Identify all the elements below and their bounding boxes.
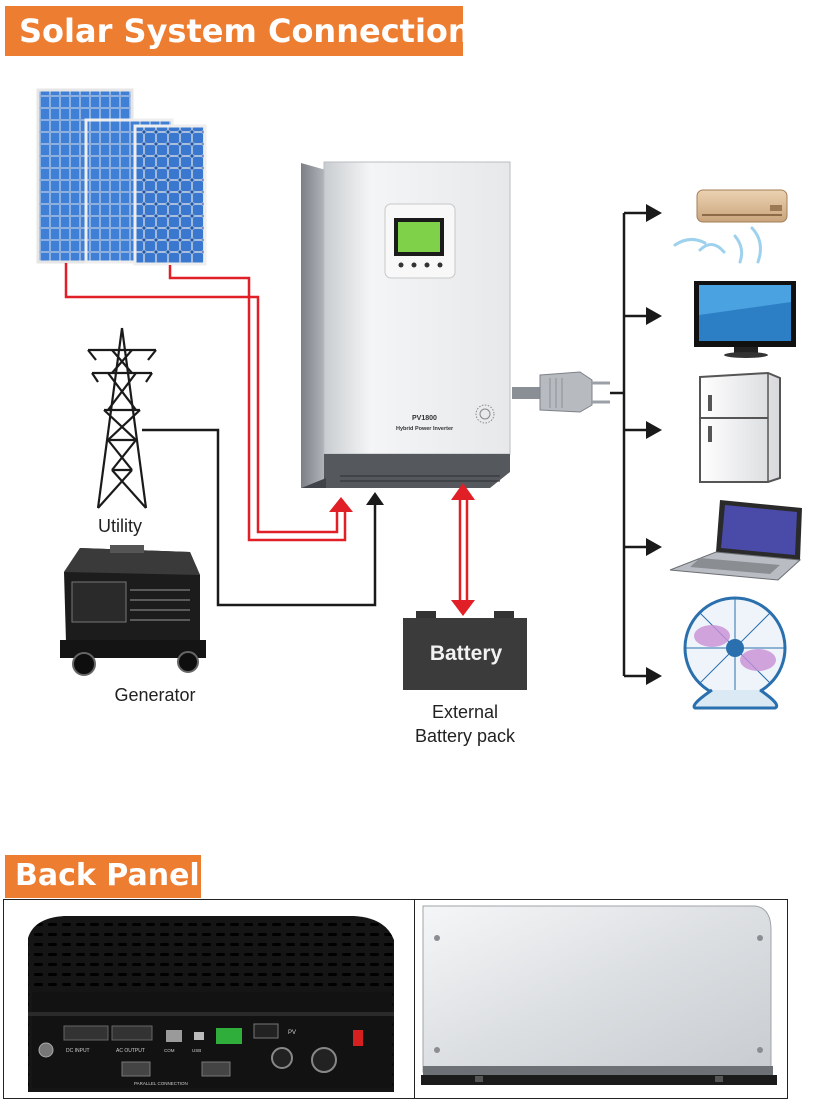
inverter-logo-icon (475, 404, 495, 424)
section-title-solar-system: Solar System Connection (5, 6, 471, 56)
utility-label: Utility (98, 516, 142, 536)
parallel-connection-label: PARALLEL CONNECTION (134, 1081, 188, 1086)
fan-icon (683, 596, 787, 710)
back-panel-photo: DC INPUT AC OUTPUT PARALLEL CONNECTION P… (3, 899, 415, 1099)
solar-panel (133, 124, 207, 266)
hybrid-inverter: PV1800 Hybrid Power Inverter (301, 161, 511, 488)
back-panel-rear-view: DC INPUT AC OUTPUT PARALLEL CONNECTION P… (4, 900, 414, 1098)
air-conditioner-icon (673, 189, 788, 264)
battery-label: Battery (429, 642, 503, 665)
com-label: COM (164, 1048, 175, 1053)
connection-diagram: PV1800 Hybrid Power Inverter (36, 88, 802, 710)
section-title-back-panel: Back Panel (5, 855, 201, 898)
external-battery-label-line1: External (431, 702, 499, 722)
generator-label: Generator (114, 685, 196, 705)
pv-wires (64, 263, 347, 542)
side-panel-photo (414, 899, 788, 1099)
solar-panel-array (36, 88, 207, 266)
ac-output-label: AC OUTPUT (116, 1048, 145, 1054)
inverter-subtitle: Hybrid Power Inverter (396, 426, 454, 432)
laptop-icon (669, 500, 802, 581)
power-plug-icon (512, 371, 610, 413)
usb-label: USB (192, 1048, 201, 1053)
utility-tower-icon (87, 327, 157, 509)
pv-label: PV (288, 1030, 296, 1036)
side-panel-view (421, 905, 777, 1085)
output-arrows (646, 204, 662, 685)
inverter-model: PV1800 (412, 415, 437, 422)
battery-link (451, 483, 475, 616)
pv-arrow (329, 497, 353, 512)
external-battery-label-line2: Battery pack (414, 726, 516, 746)
generator-icon (60, 545, 206, 676)
utility-wire (142, 428, 377, 607)
dc-input-label: DC INPUT (66, 1048, 90, 1054)
battery-icon (403, 611, 527, 690)
output-bus (610, 211, 648, 678)
utility-arrow (366, 492, 384, 505)
television-icon (694, 281, 796, 358)
refrigerator-icon (699, 371, 781, 483)
